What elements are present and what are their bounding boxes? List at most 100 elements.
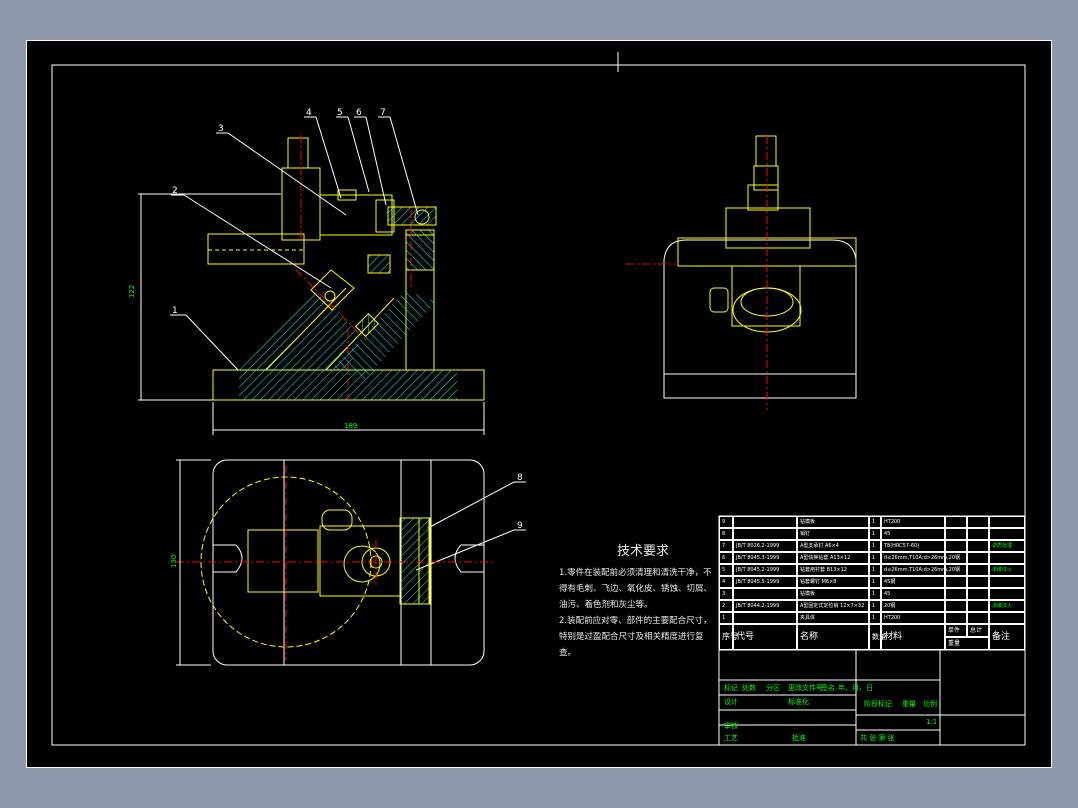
header-total-weight: 总计 — [967, 624, 989, 637]
tb-sheets: 共 张 第 张 — [860, 733, 895, 742]
balloon-6: 6 — [356, 108, 362, 118]
leaders — [170, 116, 526, 571]
part-note — [989, 552, 1025, 564]
part-weight-total — [967, 588, 989, 600]
part-material: 45 — [881, 528, 945, 540]
part-note — [989, 576, 1025, 588]
part-code: JB/T 8045.3-1999 — [733, 552, 797, 564]
part-weight-total — [967, 552, 989, 564]
part-name: A型快换钻套 A13×12 — [797, 552, 869, 564]
part-weight-total — [967, 576, 989, 588]
tech-line: 得有毛刺、飞边、氧化皮、锈蚀、切屑、 — [559, 584, 713, 594]
balloon-2: 2 — [172, 186, 178, 196]
part-name: 钻模板 — [797, 588, 869, 600]
part-note: 渗碳淬火 — [989, 600, 1025, 612]
part-no: 5 — [719, 564, 733, 576]
tb-stage: 阶段标记 — [864, 699, 892, 708]
rev-label-zone: 分区 — [766, 683, 780, 692]
header-unit-weight: 单件 — [945, 624, 967, 637]
part-note: 渗碳淬火 — [989, 564, 1025, 576]
balloon-7: 7 — [380, 108, 386, 118]
part-weight-unit — [945, 612, 967, 624]
part-weight-total — [967, 612, 989, 624]
header-weight: 重量 — [945, 637, 989, 650]
rev-label-sign: 签名 — [821, 683, 835, 692]
part-material: 45 — [881, 588, 945, 600]
header-name: 名称 — [797, 624, 869, 650]
header-code: 代号 — [733, 624, 797, 650]
tech-lines: 1.零件在装配前必须清理和清洗干净，不得有毛刺、飞边、氧化皮、锈蚀、切屑、油污、… — [559, 565, 727, 661]
part-name: A型支承钉 A6×4 — [797, 540, 869, 552]
balloon-8: 8 — [517, 473, 523, 483]
part-material: 45钢 — [881, 576, 945, 588]
part-weight-total — [967, 600, 989, 612]
part-no: 7 — [719, 540, 733, 552]
part-weight-unit — [945, 540, 967, 552]
tb-scale: 1:1 — [926, 718, 937, 726]
tech-line: 油污、着色剂和灰尘等。 — [559, 600, 653, 610]
part-note — [989, 612, 1025, 624]
part-weight-unit — [945, 576, 967, 588]
part-no: 4 — [719, 576, 733, 588]
part-code — [733, 588, 797, 600]
top-centerlines — [176, 465, 496, 660]
inner-frame — [51, 64, 1026, 746]
part-weight-unit — [945, 600, 967, 612]
tech-line: 特别是过盈配合尺寸及相关精度进行复 — [559, 632, 704, 642]
part-weight-unit — [945, 588, 967, 600]
part-name: 钻模板 — [797, 516, 869, 528]
balloon-4: 4 — [306, 108, 312, 118]
part-name: 销钉 — [797, 528, 869, 540]
part-weight-total — [967, 528, 989, 540]
part-qty: 1 — [869, 600, 881, 612]
part-material: T8(HRC57-60) — [881, 540, 945, 552]
balloon-5: 5 — [337, 108, 343, 118]
part-note: 调质处理 — [989, 540, 1025, 552]
part-weight-unit — [945, 552, 967, 564]
tb-process: 工艺 — [724, 734, 738, 742]
part-qty: 1 — [869, 588, 881, 600]
part-no: 8 — [719, 528, 733, 540]
part-qty: 1 — [869, 528, 881, 540]
rev-label-mark: 标记 — [724, 683, 738, 692]
part-weight-total — [967, 540, 989, 552]
outer-frame — [26, 40, 1052, 768]
dim-front-height: 122 — [128, 285, 136, 298]
part-no: 6 — [719, 552, 733, 564]
tech-line: 2.装配前应对零、部件的主要配合尺寸， — [559, 616, 712, 626]
rev-label-count: 处数 — [742, 683, 756, 692]
part-weight-total — [967, 564, 989, 576]
part-note — [989, 528, 1025, 540]
tech-line: 查。 — [559, 648, 577, 658]
part-qty: 1 — [869, 516, 881, 528]
part-qty: 1 — [869, 612, 881, 624]
drawing-sheet: 122 189 1 2 3 4 5 6 7 8 9 — [26, 40, 1052, 768]
top-dimensions — [176, 459, 211, 666]
part-note — [989, 516, 1025, 528]
part-material: HT200 — [881, 516, 945, 528]
part-weight-unit — [945, 564, 967, 576]
side-centerlines — [626, 136, 768, 410]
tb-standardize: 标准化 — [788, 697, 809, 706]
part-name: A型固定式定位销 12×7×32 — [797, 600, 869, 612]
part-code: JB/T 8044.2-1999 — [733, 600, 797, 612]
part-weight-total — [967, 516, 989, 528]
header-no: 序号 — [719, 624, 738, 650]
part-name: 钻套用衬套 B13×12 — [797, 564, 869, 576]
part-weight-unit — [945, 528, 967, 540]
technical-requirements: 技术要求 1.零件在装配前必须清理和清洗干净，不得有毛刺、飞边、氧化皮、锈蚀、切… — [559, 540, 727, 661]
title-block: 标记 处数 分区 更改文件号 签名 年、月、日 设计 标准化 审核 工艺 批准 … — [724, 683, 937, 742]
part-name: 钻套螺钉 M6×8 — [797, 576, 869, 588]
front-view — [207, 137, 485, 401]
part-qty: 1 — [869, 540, 881, 552]
part-no: 3 — [719, 588, 733, 600]
part-qty: 1 — [869, 576, 881, 588]
part-no: 9 — [719, 516, 733, 528]
part-name: 夹具体 — [797, 612, 869, 624]
part-material: 20钢 — [881, 600, 945, 612]
part-qty: 1 — [869, 552, 881, 564]
front-centerlines — [295, 135, 412, 400]
balloon-labels: 1 2 3 4 5 6 7 8 9 — [172, 108, 523, 531]
header-qty: 数量 — [869, 624, 886, 650]
